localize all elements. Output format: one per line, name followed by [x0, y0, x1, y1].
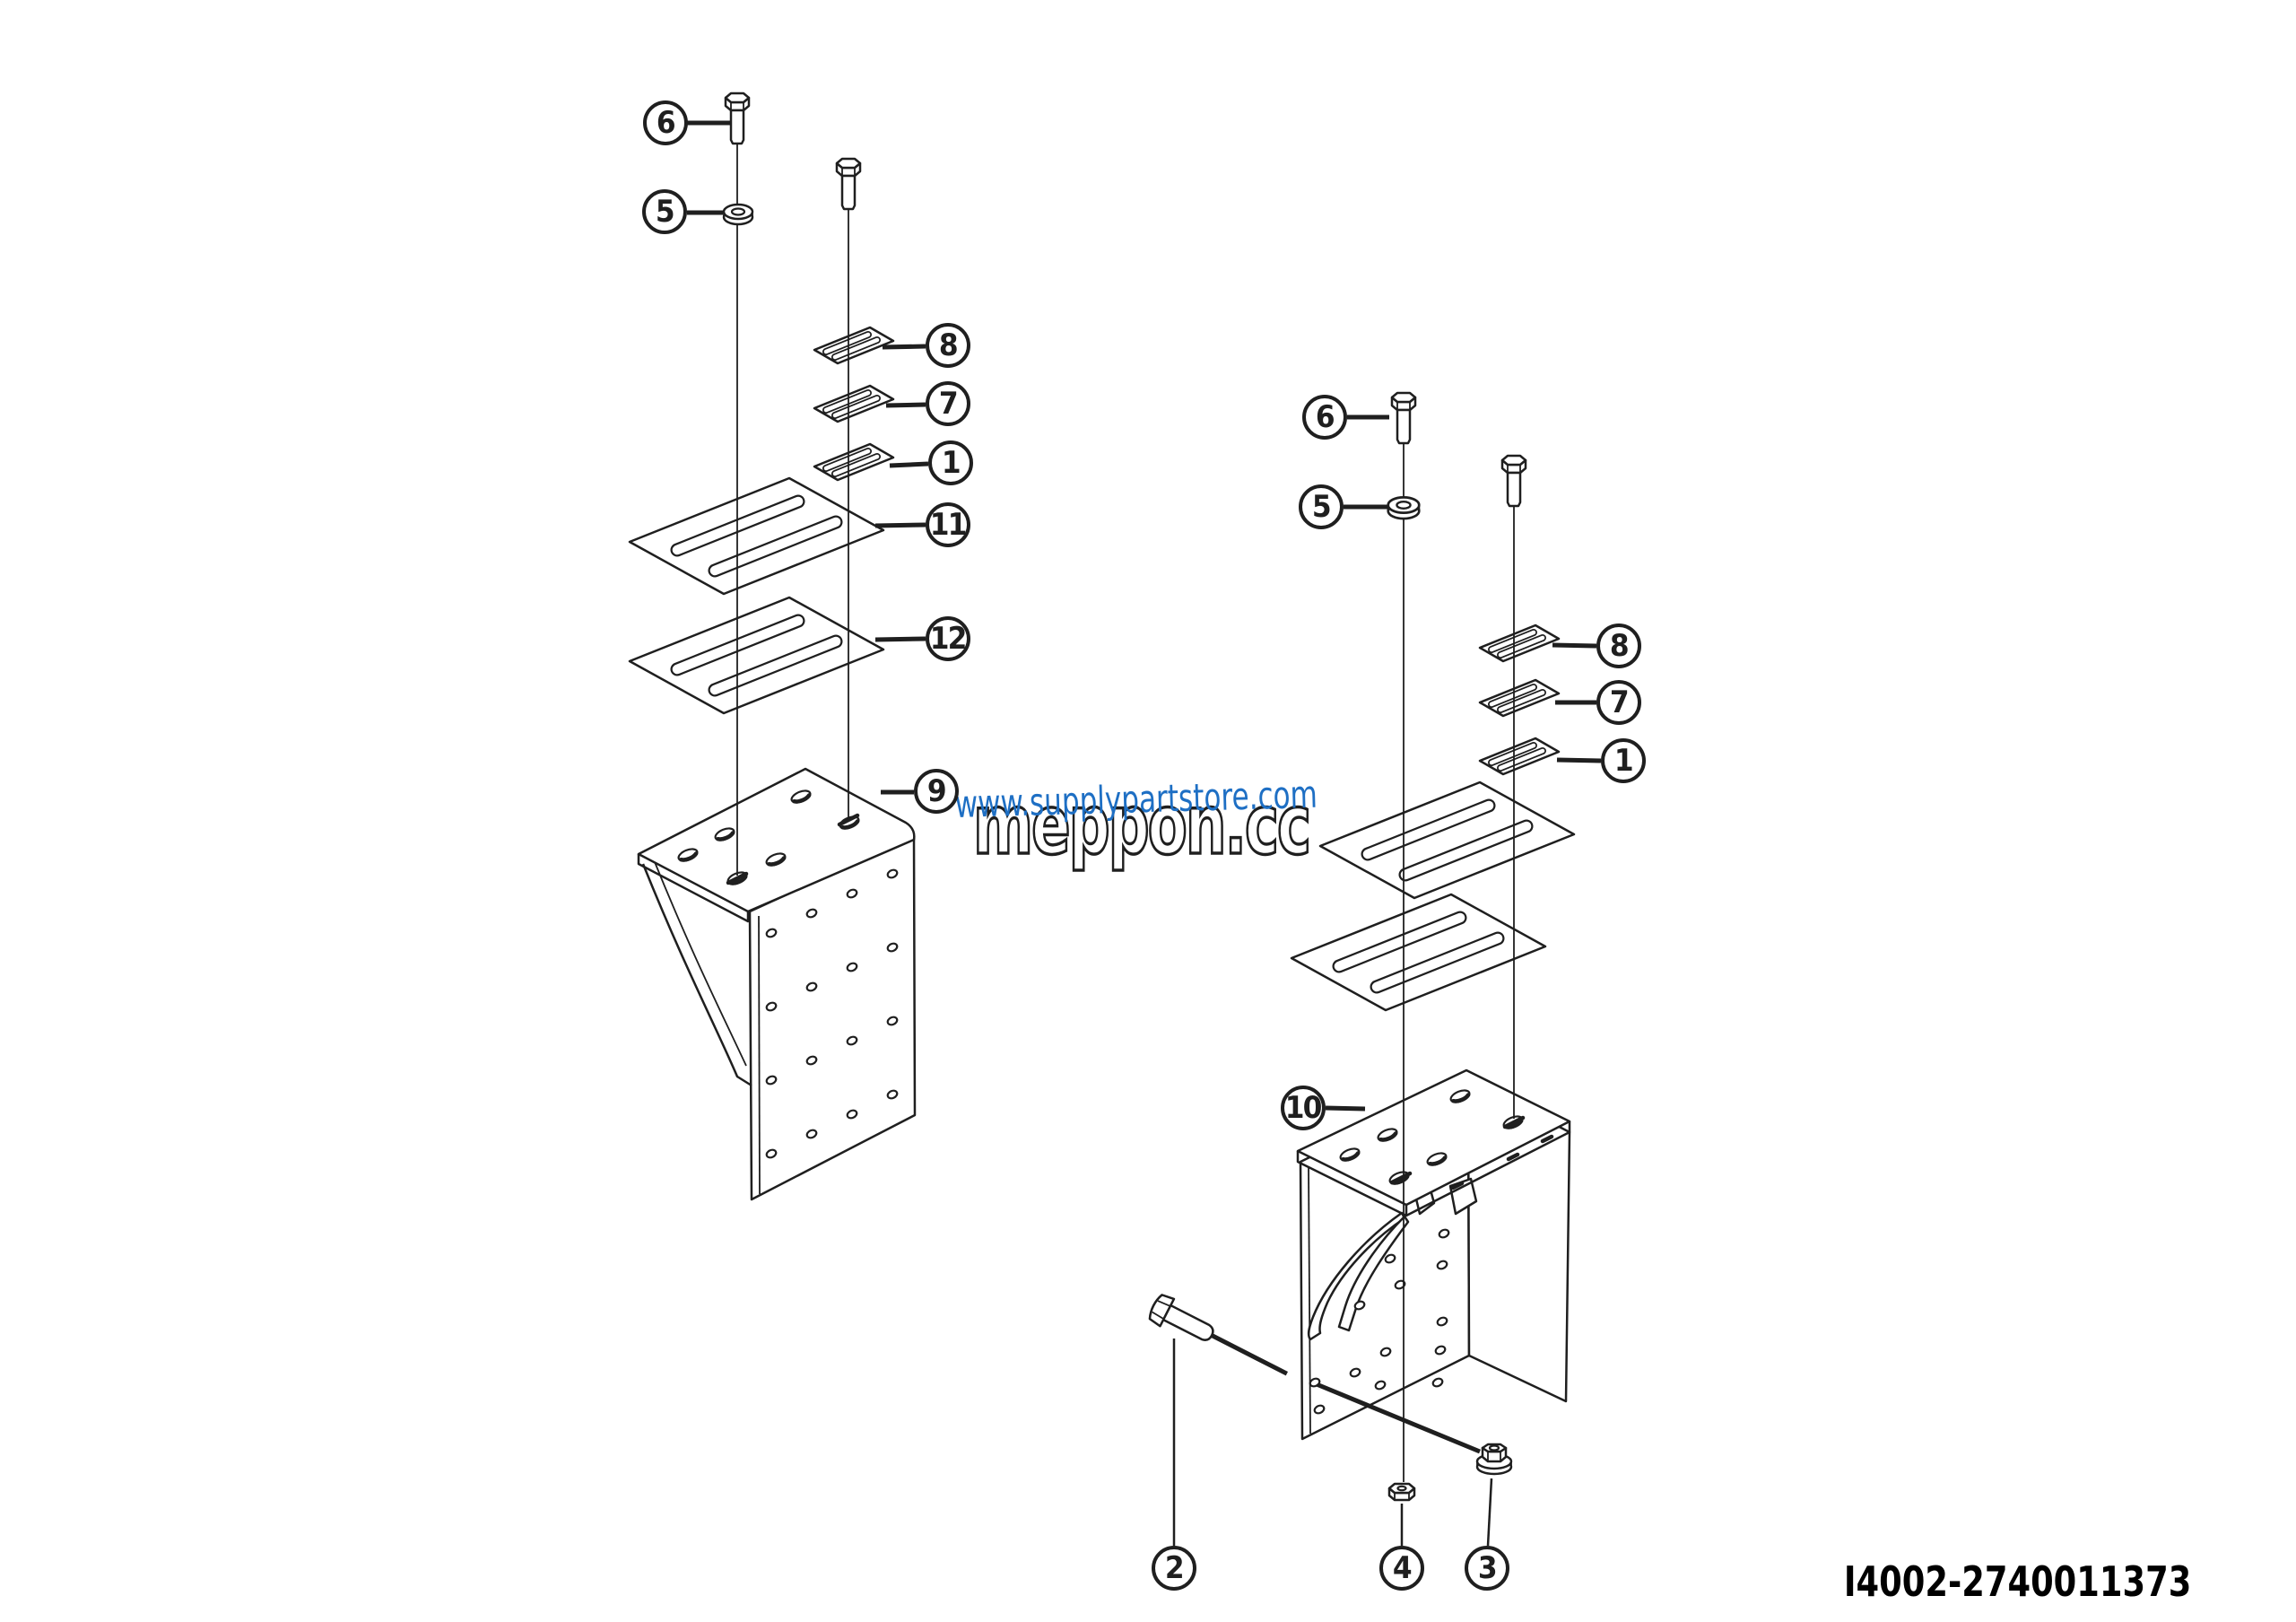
shim-8-left — [814, 327, 893, 363]
callout-6-left: 6 — [643, 100, 688, 145]
callout-label: 5 — [656, 194, 675, 230]
callout-label: 9 — [927, 773, 947, 809]
callout-label: 8 — [1610, 628, 1630, 664]
callout-4: 4 — [1379, 1546, 1424, 1591]
watermark-outline-text: meppon.cc — [972, 775, 1313, 875]
hex-bolt-6-left — [724, 92, 751, 145]
callout-9: 9 — [914, 769, 959, 814]
callout-label: 7 — [939, 386, 959, 422]
leader-lines — [687, 120, 1602, 1547]
hex-bolt-left-b — [835, 157, 862, 211]
bolt-hole — [1309, 1377, 1321, 1388]
callout-11: 11 — [926, 502, 970, 547]
callout-label: 2 — [1165, 1550, 1185, 1586]
callout-label: 3 — [1478, 1550, 1498, 1586]
callout-label: 7 — [1610, 685, 1630, 720]
slotted-plate-12 — [630, 597, 883, 713]
callout-5-right: 5 — [1299, 484, 1344, 529]
callout-label: 5 — [1312, 489, 1332, 525]
washer-5-left — [722, 203, 754, 226]
callout-label: 1 — [942, 445, 961, 481]
hex-bolt-2 — [1148, 1294, 1289, 1376]
shim-8-right — [1480, 625, 1559, 661]
flange-nut-3 — [1475, 1443, 1513, 1476]
right-mounting-bracket — [1296, 1068, 1571, 1441]
hex-bolt-6-right — [1390, 391, 1417, 445]
callout-1-right: 1 — [1601, 738, 1646, 783]
hex-nut-4 — [1387, 1482, 1416, 1502]
callout-7-right: 7 — [1596, 680, 1641, 725]
left-bracket-face-holes — [765, 868, 899, 1159]
callout-label: 10 — [1285, 1090, 1323, 1126]
callout-label: 6 — [657, 105, 676, 141]
shim-1-right — [1480, 738, 1559, 774]
left-mounting-bracket — [637, 767, 917, 1201]
shim-1-left — [814, 444, 893, 480]
callout-label: 4 — [1393, 1550, 1413, 1586]
callout-7-left: 7 — [926, 381, 970, 426]
callout-12: 12 — [926, 616, 970, 661]
slotted-plate-right-lower — [1292, 894, 1545, 1010]
callout-label: 8 — [939, 327, 959, 363]
callout-8-right: 8 — [1596, 624, 1641, 668]
callout-label: 1 — [1614, 743, 1634, 779]
callout-6-right: 6 — [1302, 395, 1347, 440]
callout-1-left: 1 — [928, 440, 973, 485]
callout-3: 3 — [1465, 1546, 1509, 1591]
callout-label: 6 — [1316, 399, 1335, 435]
slotted-plate-right-upper — [1320, 782, 1574, 898]
callout-label: 12 — [930, 621, 968, 657]
callout-5-left: 5 — [642, 189, 687, 234]
bolt-axis-line — [1316, 1382, 1481, 1454]
right-bracket-face-holes — [1313, 1228, 1450, 1415]
washer-5-right — [1387, 496, 1421, 520]
shim-7-right — [1480, 680, 1559, 716]
callout-2: 2 — [1152, 1546, 1196, 1591]
slotted-plate-11 — [630, 478, 883, 594]
shim-7-left — [814, 386, 893, 422]
part-number: I4002-2740011373 — [1843, 1557, 2191, 1606]
callout-label: 11 — [930, 507, 968, 543]
bolt-centerlines — [726, 142, 1526, 1482]
callout-10: 10 — [1281, 1086, 1326, 1130]
callout-8-left: 8 — [926, 323, 970, 368]
hex-bolt-right-b — [1500, 454, 1527, 508]
